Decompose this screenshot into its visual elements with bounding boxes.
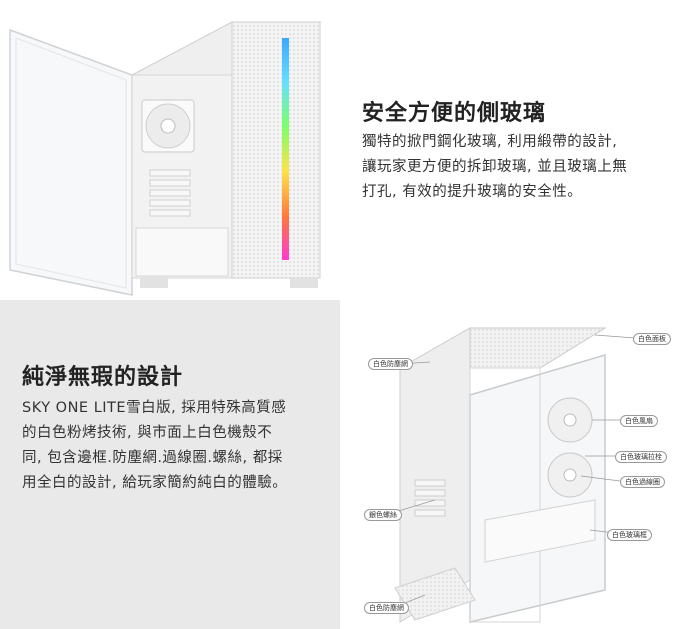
white-case-callout-image [394,327,636,623]
section-body-pure-design: SKY ONE LITE雪白版, 採用特殊高質感 的白色粉烤技術, 與市面上白色… [22,400,288,491]
callout-glass-screw: 白色玻璃拉栓 [615,451,667,463]
callout-dust-filter-bottom: 白色防塵網 [364,602,409,614]
open-glass-case-image [9,21,322,296]
design-text-panel: 純淨無瑕的設計 SKY ONE LITE雪白版, 採用特殊高質感 的白色粉烤技術… [0,300,340,629]
top-section: 安全方便的側玻璃 獨特的掀門鋼化玻璃, 利用緞帶的設計, 讓玩家更方便的拆卸玻璃… [0,0,680,300]
section-title-side-glass: 安全方便的側玻璃 [362,101,547,126]
callout-grommet: 白色過線圈 [620,476,665,488]
callout-dust-filter-top: 白色防塵網 [368,358,413,370]
callout-top-panel: 白色面板 [633,333,671,345]
section-title-pure-design: 純淨無瑕的設計 [22,365,184,390]
callout-fan: 白色風扇 [620,415,658,427]
callout-glass-frame: 白色玻璃框 [607,529,652,541]
section-body-side-glass: 獨特的掀門鋼化玻璃, 利用緞帶的設計, 讓玩家更方便的拆卸玻璃, 並且玻璃上無 … [362,134,628,200]
bottom-section: 純淨無瑕的設計 SKY ONE LITE雪白版, 採用特殊高質感 的白色粉烤技術… [0,300,680,629]
callout-screw: 銀色螺絲 [364,509,402,521]
